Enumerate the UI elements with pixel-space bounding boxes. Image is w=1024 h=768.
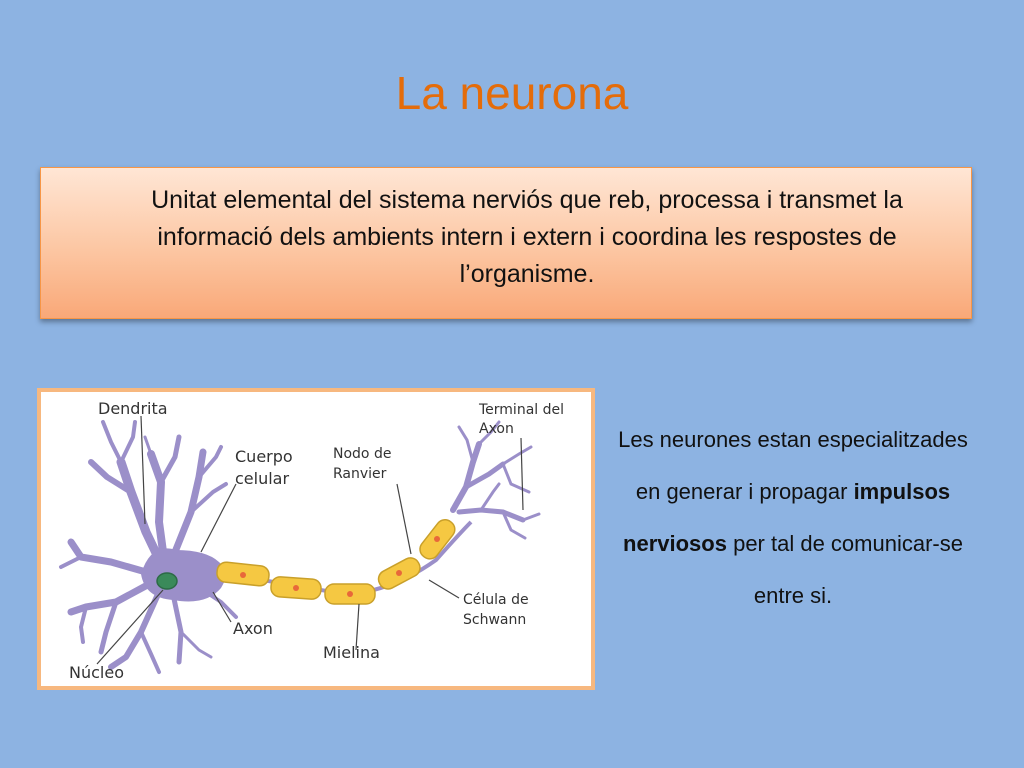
label-nodo-1: Nodo de — [333, 446, 391, 462]
definition-text: Unitat elemental del sistema nerviós que… — [151, 186, 903, 288]
axon-terminal — [450, 420, 541, 540]
neuron-diagram: Dendrita Cuerpo celular Nodo de Ranvier … — [37, 388, 595, 690]
label-cuerpo-2: celular — [235, 469, 289, 488]
neuron-diagram-svg: Dendrita Cuerpo celular Nodo de Ranvier … — [59, 399, 564, 682]
label-mielina: Mielina — [323, 643, 380, 662]
label-terminal-1: Terminal del — [478, 402, 564, 418]
label-schwann-1: Célula de — [463, 592, 529, 608]
side-text-bold-nerviosos: nerviosos — [623, 531, 727, 556]
nucleus — [156, 572, 178, 590]
label-schwann-2: Schwann — [463, 612, 526, 628]
cell-body — [141, 548, 226, 602]
definition-box: Unitat elemental del sistema nerviós que… — [40, 167, 972, 319]
slide-title: La neurona — [395, 67, 629, 119]
side-text: Les neurones estan especialitzades en ge… — [610, 414, 976, 622]
label-nodo-2: Ranvier — [333, 466, 387, 482]
side-text-bold-impulsos: impulsos — [853, 479, 951, 504]
label-axon: Axon — [233, 619, 273, 638]
label-cuerpo-1: Cuerpo — [235, 447, 293, 466]
label-lines — [96, 415, 524, 665]
side-text-part2: per tal de comunicar-se entre si. — [726, 531, 963, 608]
myelin-sheaths — [216, 519, 456, 605]
label-dendrita: Dendrita — [98, 399, 168, 418]
label-terminal-2: Axon — [479, 421, 514, 437]
side-text-part1: Les neurones estan especialitzades en ge… — [618, 427, 968, 504]
label-nucleo: Núcleo — [69, 663, 124, 682]
dendrites — [59, 420, 238, 674]
